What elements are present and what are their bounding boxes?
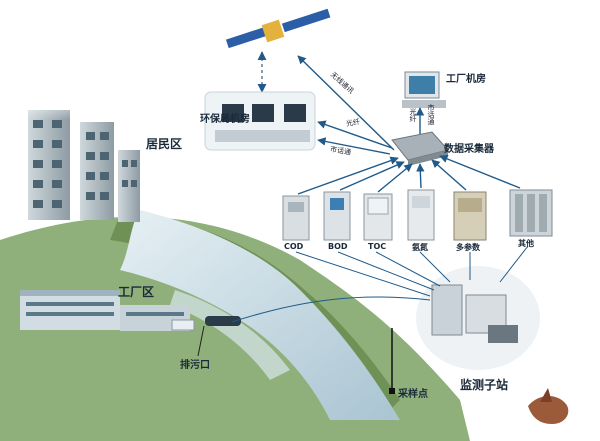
- sampling-point-label: 采样点: [398, 389, 428, 400]
- residential-label: 居民区: [146, 137, 183, 151]
- instrument-label-cod: COD: [284, 242, 304, 251]
- instrument-cabinets: [282, 189, 553, 241]
- satellite-icon: [225, 8, 331, 49]
- data-link-arrows: [297, 55, 521, 195]
- substation-links: [231, 245, 529, 323]
- outfall-label: 排污口: [180, 360, 210, 371]
- instrument-label-multiparam: 多参数: [456, 243, 480, 252]
- epb-room-label: 环保局机房: [200, 114, 250, 125]
- logo-mark: [528, 388, 569, 424]
- data-collector-device: [391, 131, 449, 166]
- substation-label: 监测子站: [460, 378, 509, 392]
- factory-room-label: 工厂机房: [446, 74, 486, 85]
- substation-illustration: [416, 266, 540, 370]
- instrument-label-ammonia: 氨氮: [412, 243, 428, 252]
- factory-room-illustration: [402, 71, 446, 108]
- instrument-label-toc: TOC: [368, 242, 387, 251]
- river: [120, 210, 400, 420]
- phone-label-2: 市话通: [427, 104, 435, 125]
- factory-buildings: [20, 290, 241, 331]
- instrument-label-other: 其他: [518, 239, 534, 248]
- factory-label: 工厂区: [118, 285, 155, 299]
- instrument-label-bod: BOD: [328, 242, 348, 251]
- fiber-label-2: 光纤: [409, 108, 417, 122]
- data-collector-label: 数据采集器: [444, 144, 494, 155]
- residential-buildings: [28, 110, 140, 222]
- epb-room-illustration: [204, 91, 316, 151]
